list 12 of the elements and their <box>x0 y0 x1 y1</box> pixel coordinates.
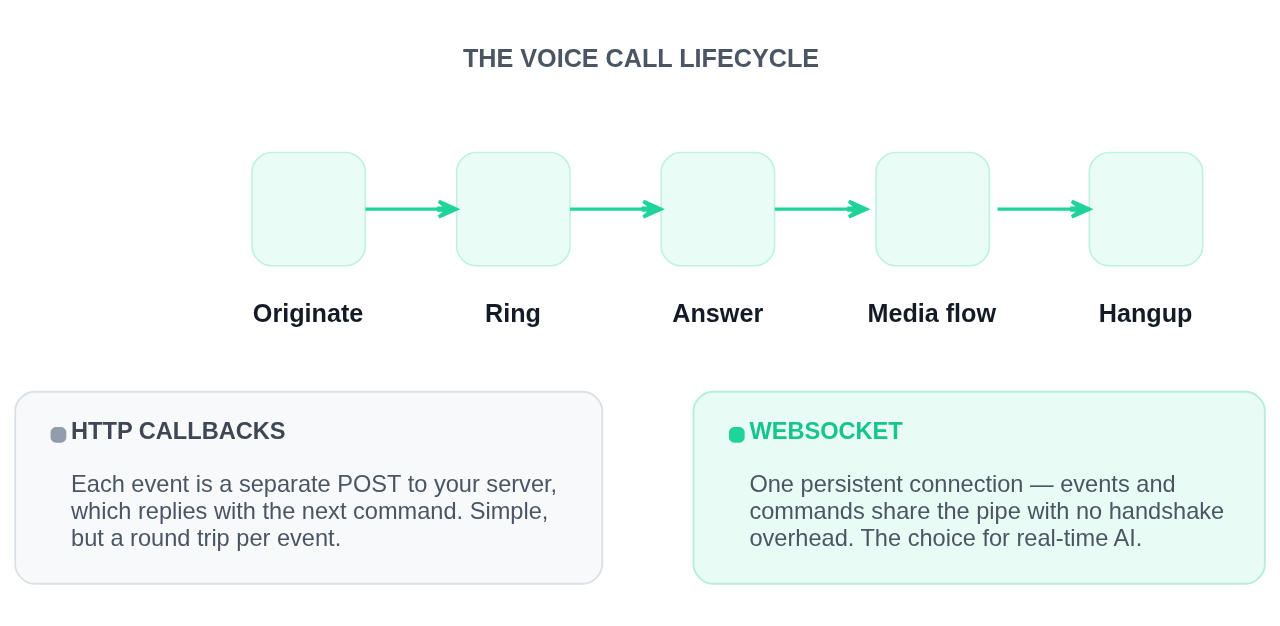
arrow <box>997 199 1091 219</box>
arrow <box>774 199 868 219</box>
node-box: HTTP CALLBACKS Each event is a separate POST to your server, which replies with the next command. Simple, but a round trip per event. <box>14 390 604 585</box>
node-label: Hangup <box>1098 299 1193 328</box>
arrow <box>365 199 458 219</box>
node-box: WEBSOCKET One persistent connection — events and commands share the pipe with no handshake overhead. The choice for real-time AI. <box>692 390 1266 585</box>
arrow <box>570 199 663 219</box>
diagram-title: THE VOICE CALL LIFECYCLE <box>462 44 820 73</box>
node-label: Answer <box>672 299 764 328</box>
node-label: Ring <box>484 299 541 328</box>
node-label: Media flow <box>867 299 997 328</box>
node-label: Originate <box>252 299 364 328</box>
